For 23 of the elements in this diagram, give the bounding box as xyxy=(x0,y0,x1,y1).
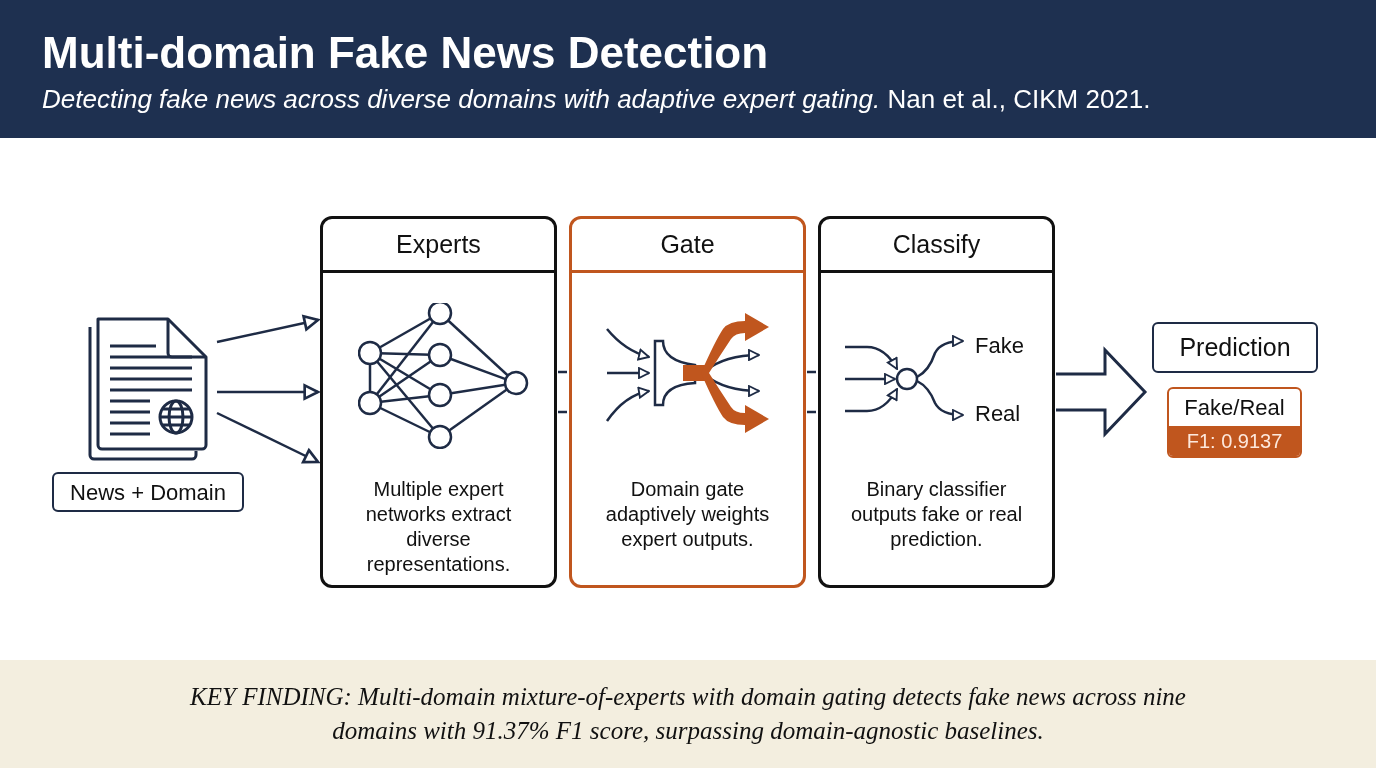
output-label: Fake xyxy=(975,332,1024,360)
arrow xyxy=(216,411,320,464)
panel-description: Multiple expert networks extract diverse representations. xyxy=(364,477,513,577)
input-label-box: News + Domain xyxy=(52,472,244,512)
title: Multi-domain Fake News Detection xyxy=(42,27,769,79)
stage-panel xyxy=(818,216,1055,588)
gate-panel xyxy=(569,216,806,588)
panel-description: Domain gate adaptively weights expert outputs. xyxy=(604,477,771,552)
output-label: Real xyxy=(975,400,1021,428)
panel-heading: Gate xyxy=(572,219,803,273)
score-label: F1: 0.9137 xyxy=(1169,426,1300,456)
panel-heading: Classify xyxy=(821,219,1052,273)
panel-description: Binary classifier outputs fake or real prediction. xyxy=(849,477,1024,552)
block-arrow xyxy=(1054,346,1148,438)
panel-heading: Experts xyxy=(323,219,554,273)
arrow xyxy=(217,384,320,400)
result-label: Fake/Real xyxy=(1183,394,1286,422)
result-badge xyxy=(1167,387,1302,458)
key-finding-text: KEY FINDING: Multi-domain mixture-of-experts with domain gating detects fake news across nine domains with 91.37% F1 score, surpassing domain-agnostic baselines. xyxy=(188,682,1187,746)
arrow xyxy=(216,315,320,344)
subtitle: Detecting fake news across diverse domains with adaptive expert gating. Nan et al., CIKM 2021. xyxy=(42,83,1151,116)
output-box: Prediction xyxy=(1152,322,1318,373)
stage-panel xyxy=(320,216,557,588)
